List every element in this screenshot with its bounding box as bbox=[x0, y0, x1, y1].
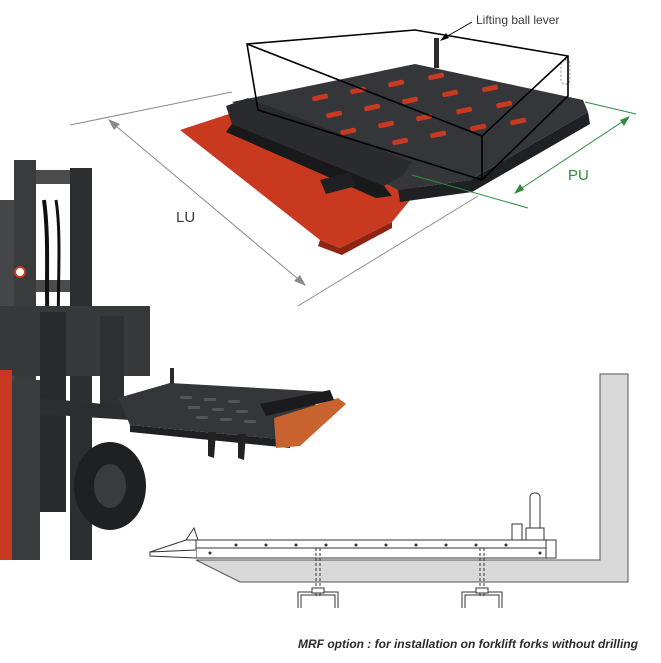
fork-clamp-left bbox=[297, 591, 339, 608]
fork-clamp-right bbox=[461, 591, 503, 608]
pu-dimension bbox=[411, 101, 637, 209]
red-base-plate bbox=[180, 112, 420, 248]
side-handle bbox=[560, 59, 571, 85]
mounted-platform bbox=[118, 368, 346, 460]
fork-profile bbox=[195, 373, 629, 583]
lu-dimension bbox=[69, 91, 479, 307]
technical-side-view bbox=[149, 373, 629, 608]
lifting-lever-shaft bbox=[434, 38, 439, 68]
rail-hook bbox=[320, 172, 356, 194]
platform-front-edge bbox=[398, 112, 590, 202]
platform-bolts bbox=[208, 543, 542, 555]
lever-arrow bbox=[443, 21, 473, 39]
lu-label: LU bbox=[176, 209, 195, 226]
envelope-box bbox=[246, 29, 569, 181]
platform-3d-illustration bbox=[180, 29, 590, 255]
platform-profile bbox=[195, 539, 555, 559]
mrf-option-caption: MRF option : for installation on forklif… bbox=[298, 637, 639, 651]
deck-slots bbox=[312, 72, 527, 146]
forklift-illustration bbox=[0, 160, 190, 560]
mounted-red-plate bbox=[274, 398, 346, 448]
red-plate-edge bbox=[318, 222, 392, 255]
lever-handle bbox=[529, 492, 541, 532]
lever-arrowhead bbox=[440, 33, 449, 41]
forklift-carriage bbox=[0, 306, 150, 376]
lifting-lever-label: Lifting ball lever bbox=[476, 13, 559, 27]
pu-label: PU bbox=[568, 167, 589, 184]
front-roller-rail bbox=[226, 98, 412, 186]
